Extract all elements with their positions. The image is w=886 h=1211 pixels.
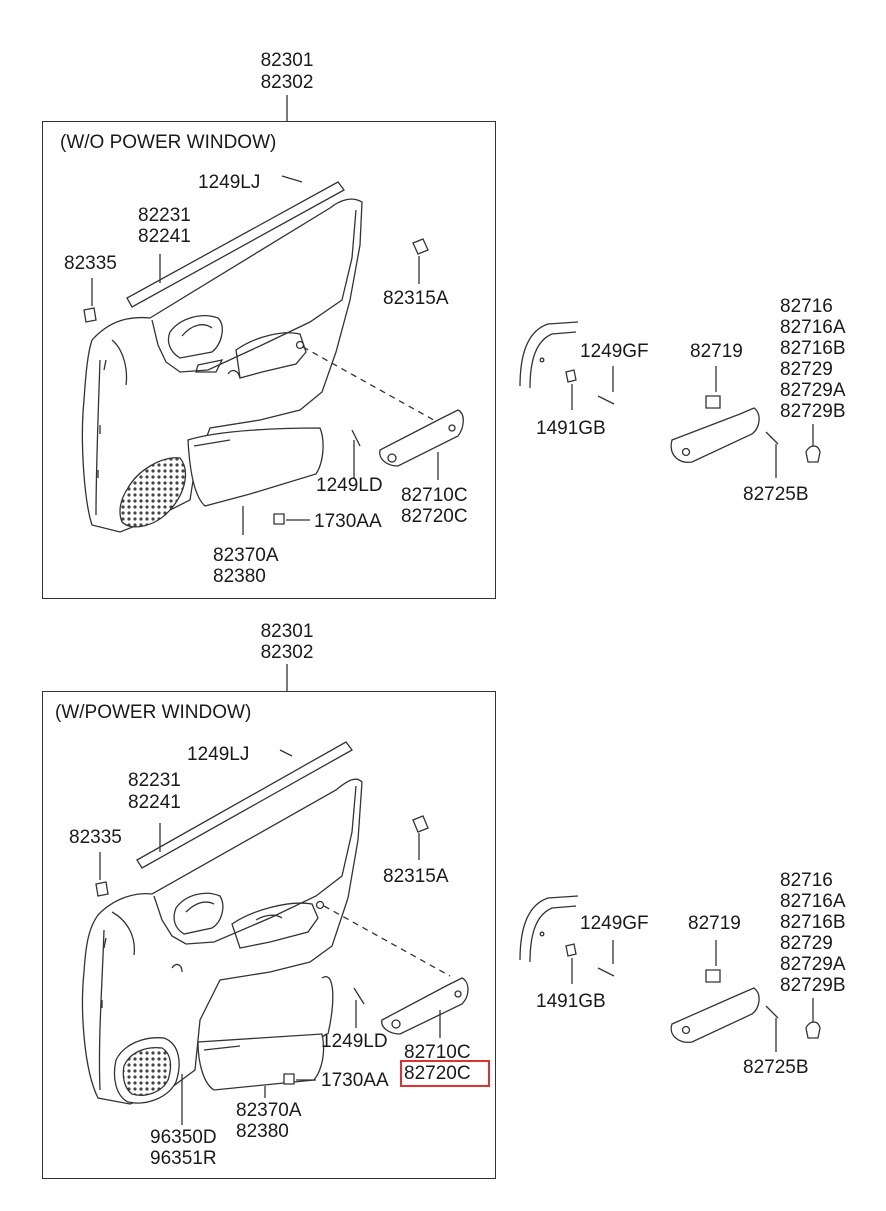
side-top-drawing bbox=[519, 321, 821, 478]
top-panel-drawing bbox=[81, 95, 464, 535]
top-weatherstrip-label-2: 82241 bbox=[138, 226, 191, 247]
top-panel-title: (W/O POWER WINDOW) bbox=[60, 132, 277, 153]
side-bottom-cover-label-1: 82716 bbox=[780, 870, 833, 891]
side-bottom-screw-gf-label: 1249GF bbox=[580, 913, 649, 934]
bottom-weatherstrip-label-1: 82231 bbox=[128, 770, 181, 791]
top-panel-frame bbox=[42, 121, 496, 599]
top-screw-pocket-label: 1730AA bbox=[314, 511, 382, 532]
side-bottom-screw-b-label: 82725B bbox=[743, 1057, 809, 1078]
side-bottom-drawing bbox=[519, 895, 821, 1052]
top-handle-label-1: 82710C bbox=[401, 485, 468, 506]
bottom-strip-bolt-label: 1249LJ bbox=[187, 744, 250, 765]
bottom-panel-frame bbox=[42, 691, 496, 1179]
top-weatherstrip-label-1: 82231 bbox=[138, 205, 191, 226]
highlight-box bbox=[400, 1060, 490, 1087]
side-bottom-cover-label-4: 82729 bbox=[780, 933, 833, 954]
top-assembly-label-1: 82301 bbox=[260, 50, 314, 71]
top-clip-right-label: 82315A bbox=[383, 288, 449, 309]
bottom-clip-left-label: 82335 bbox=[69, 827, 122, 848]
top-pocket-label-1: 82370A bbox=[213, 545, 279, 566]
side-bottom-cover-label-3: 82716B bbox=[780, 912, 846, 933]
side-bottom-cover-label-5: 82729A bbox=[780, 954, 846, 975]
top-screw-handle-label: 1249LD bbox=[316, 475, 383, 496]
side-top-screw-b-label: 82725B bbox=[743, 484, 809, 505]
side-top-cover-label-2: 82716A bbox=[780, 317, 846, 338]
bottom-weatherstrip-label-2: 82241 bbox=[128, 792, 181, 813]
bottom-screw-handle-label: 1249LD bbox=[321, 1031, 388, 1052]
bottom-panel-drawing bbox=[81, 664, 469, 1125]
bottom-pocket-label-2: 82380 bbox=[236, 1121, 289, 1142]
side-top-retainer-label: 82719 bbox=[690, 341, 743, 362]
bottom-clip-right-label: 82315A bbox=[383, 866, 449, 887]
side-bottom-cover-label-2: 82716A bbox=[780, 891, 846, 912]
side-top-cover-label-3: 82716B bbox=[780, 338, 846, 359]
bottom-screw-pocket-label: 1730AA bbox=[321, 1070, 389, 1091]
top-handle-label-2: 82720C bbox=[401, 506, 468, 527]
bottom-speaker-label-2: 96351R bbox=[150, 1148, 217, 1169]
bottom-speaker-label-1: 96350D bbox=[150, 1127, 217, 1148]
side-top-clip-gb-label: 1491GB bbox=[536, 418, 606, 439]
bottom-assembly-label-2: 82302 bbox=[260, 642, 314, 663]
top-pocket-label-2: 82380 bbox=[213, 566, 266, 587]
side-bottom-cover-label-6: 82729B bbox=[780, 975, 846, 996]
side-top-cover-label-6: 82729B bbox=[780, 401, 846, 422]
bottom-handle-label-2: 82720C bbox=[404, 1063, 471, 1084]
side-bottom-clip-gb-label: 1491GB bbox=[536, 991, 606, 1012]
bottom-panel-title: (W/POWER WINDOW) bbox=[55, 702, 252, 723]
bottom-pocket-label-1: 82370A bbox=[236, 1100, 302, 1121]
top-assembly-label-2: 82302 bbox=[260, 72, 314, 93]
side-top-cover-label-4: 82729 bbox=[780, 359, 833, 380]
bottom-assembly-label-1: 82301 bbox=[260, 621, 314, 642]
side-top-screw-gf-label: 1249GF bbox=[580, 341, 649, 362]
top-clip-left-label: 82335 bbox=[64, 253, 117, 274]
side-top-cover-label-1: 82716 bbox=[780, 296, 833, 317]
bottom-handle-label-1: 82710C bbox=[404, 1042, 471, 1063]
top-strip-bolt-label: 1249LJ bbox=[198, 172, 261, 193]
side-top-cover-label-5: 82729A bbox=[780, 380, 846, 401]
side-bottom-retainer-label: 82719 bbox=[688, 913, 741, 934]
